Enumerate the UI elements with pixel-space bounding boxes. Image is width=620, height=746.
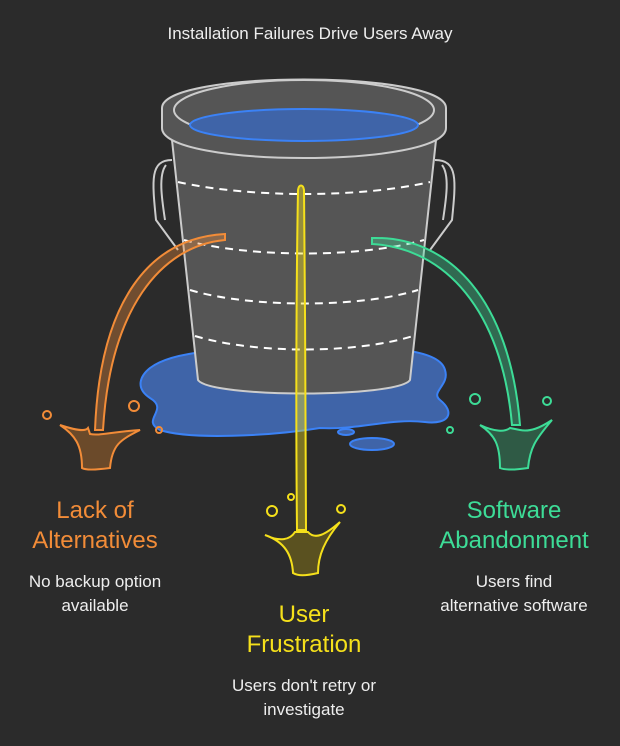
leak-description: available [61, 596, 129, 615]
bucket-water [189, 108, 419, 142]
leak-stream-orange [42, 232, 226, 471]
leak-description: investigate [263, 700, 345, 719]
leak-heading: Lack of [56, 497, 134, 524]
bucket-handle [441, 164, 448, 221]
bucket-handle [152, 159, 179, 251]
leak-heading: Frustration [246, 631, 362, 658]
splash-green [479, 419, 553, 471]
water-drop [349, 437, 395, 451]
leak-heading: User [278, 601, 330, 628]
leak-stream-green [371, 236, 553, 471]
leak-description: Users don't retry or [231, 676, 376, 695]
splash-yellow [264, 521, 341, 577]
leak-lack-of-alternatives: Lack of Alternatives No backup option av… [0, 496, 190, 618]
leak-stream-yellow [264, 184, 346, 577]
leak-description: Users find [475, 572, 553, 591]
water-drop [337, 428, 355, 436]
leak-user-frustration: User Frustration Users don't retry or in… [200, 600, 408, 722]
diagram-title: Installation Failures Drive Users Away [167, 24, 453, 43]
splash-orange [59, 424, 141, 471]
leak-description: alternative software [440, 596, 588, 615]
bucket-handle [429, 159, 456, 251]
leak-description: No backup option [28, 572, 162, 591]
bucket-handle [160, 164, 167, 221]
leak-heading: Abandonment [439, 527, 589, 554]
leak-software-abandonment: Software Abandonment Users find alternat… [414, 496, 614, 618]
leak-heading: Alternatives [32, 527, 158, 554]
leak-heading: Software [466, 497, 562, 524]
